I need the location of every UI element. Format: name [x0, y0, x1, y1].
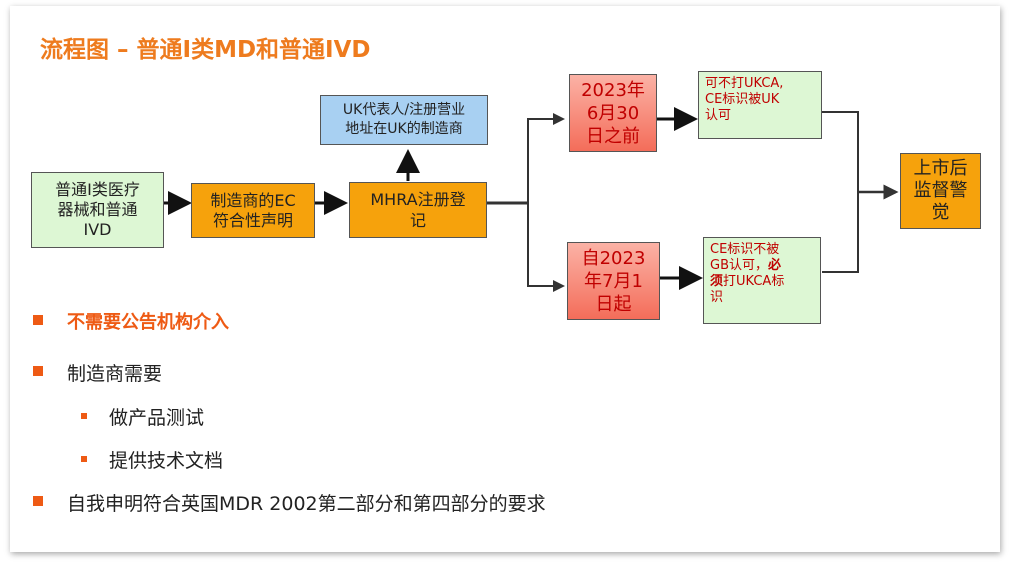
- note-after: CE标识不被 GB认可，必 须打UKCA标 识: [703, 237, 821, 324]
- node-uk-representative: UK代表人/注册营业地址在UK的制造商: [320, 95, 488, 145]
- line-note-after-out: [822, 192, 859, 273]
- slide: [10, 6, 1000, 552]
- bullet-self-declaration: 自我申明符合英国MDR 2002第二部分和第四部分的要求: [67, 493, 546, 515]
- arrow-to-before: [527, 113, 565, 203]
- bullet-square: [33, 315, 43, 325]
- line-note-before-out: [822, 111, 859, 192]
- sub-bullet-square: [81, 413, 87, 419]
- node-post-market: 上市后监督警觉: [900, 153, 981, 229]
- bullet-square: [33, 496, 43, 506]
- node-mhra-registration: MHRA注册登记: [349, 182, 487, 238]
- bullet-manufacturer-needs: 制造商需要: [67, 363, 163, 385]
- arrow-to-after: [527, 203, 565, 292]
- bullet-square: [33, 366, 43, 376]
- page-title: 流程图 – 普通I类MD和普通IVD: [40, 37, 371, 63]
- sub-bullet-product-testing: 做产品测试: [109, 407, 205, 429]
- sub-bullet-square: [81, 456, 87, 462]
- bullet-no-notified-body: 不需要公告机构介入: [67, 312, 229, 333]
- sub-bullet-technical-docs: 提供技术文档: [109, 450, 224, 472]
